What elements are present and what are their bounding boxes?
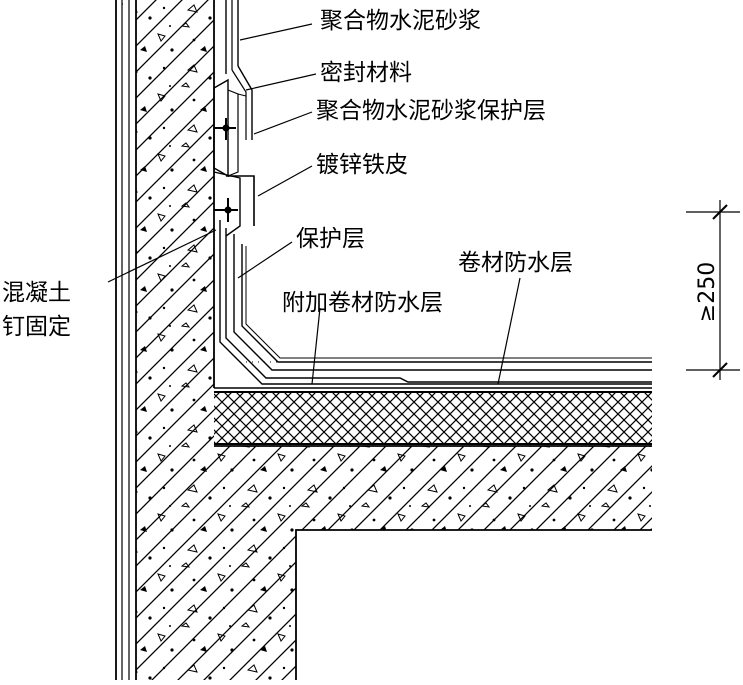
termination-detail xyxy=(213,78,255,237)
insulation-board xyxy=(214,387,652,445)
label-protective-layer: 保护层 xyxy=(296,226,365,252)
label-concrete-nail-line1: 混凝土 xyxy=(2,280,71,306)
dimension-upturn-height: ≥250 xyxy=(695,262,720,322)
label-polymer-mortar: 聚合物水泥砂浆 xyxy=(320,8,481,34)
label-membrane-waterproof-layer: 卷材防水层 xyxy=(458,250,573,276)
label-galvanized-sheet: 镀锌铁皮 xyxy=(316,152,408,178)
concrete-wall xyxy=(135,0,215,680)
wall-outer-finish xyxy=(115,0,130,680)
concrete-slab xyxy=(214,445,652,680)
label-concrete-nail-line2: 钉固定 xyxy=(2,314,71,340)
upper-mortar-layer xyxy=(225,0,253,140)
membrane-layers xyxy=(219,220,652,385)
label-additional-membrane-layer: 附加卷材防水层 xyxy=(282,290,443,316)
dimension-marker xyxy=(686,200,740,380)
leader-lines xyxy=(107,23,521,385)
label-polymer-mortar-protective-layer: 聚合物水泥砂浆保护层 xyxy=(316,98,546,124)
label-sealant: 密封材料 xyxy=(320,60,412,86)
